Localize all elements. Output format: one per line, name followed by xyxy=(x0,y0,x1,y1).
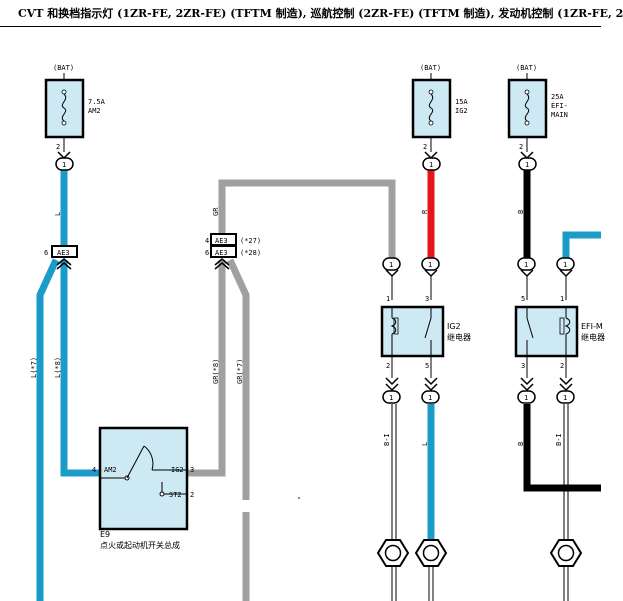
wire-label-gr8: GR(*8) xyxy=(212,359,220,384)
relay-pin-tl: 1 xyxy=(386,295,390,303)
relay-pin-br: 2 xyxy=(560,362,564,370)
fuse-pin: 2 xyxy=(423,143,427,151)
wiring-diagram: (BAT) 7.5A AM2 2 1 (BAT) 15A IG2 2 1 (BA… xyxy=(30,64,605,601)
wire-label-l: L xyxy=(54,212,62,216)
fuse-pin: 2 xyxy=(519,143,523,151)
wire-label-l-bottom: L xyxy=(421,442,429,446)
wire-label-b: B xyxy=(517,210,525,214)
fuse-rating: 15A xyxy=(455,98,468,106)
svg-text:1: 1 xyxy=(563,261,567,269)
fuse-efi-main: (BAT) 25A EFI- MAIN 2 1 xyxy=(507,64,568,171)
wire-label-br2: B-I xyxy=(555,433,563,446)
junction-label-top: AE3 xyxy=(215,237,228,245)
relay-pin-bl: 3 xyxy=(521,362,525,370)
wire-label-gr7: GR(*7) xyxy=(236,359,244,384)
fuse-conn-pin: 1 xyxy=(62,161,66,169)
junction-label-bottom: AE3 xyxy=(215,249,228,257)
connector-ig2-left-top: 1 xyxy=(382,257,401,278)
switch-pin-am2: 4 xyxy=(92,466,96,474)
fuse-name: EFI- xyxy=(551,102,568,110)
connector-efi-right-top: 1 xyxy=(556,257,575,278)
wire-label-br1: B-I xyxy=(383,433,391,446)
fuse-rating: 7.5A xyxy=(88,98,106,106)
connector-efi-left-top: 1 xyxy=(517,257,536,278)
relay-pin-tr: 1 xyxy=(560,295,564,303)
relay-label-2: 继电器 xyxy=(581,332,605,342)
fuse-name: AM2 xyxy=(88,107,101,115)
connector-ig2-left-bottom: 1 xyxy=(382,377,401,404)
wire-label-r: R xyxy=(421,209,429,214)
wire-gr-top xyxy=(218,179,396,262)
relay-label-2: 继电器 xyxy=(447,332,471,342)
title-bar: CVT 和换档指示灯 (1ZR-FE, 2ZR-FE) (TFTM 制造), 巡… xyxy=(0,0,623,27)
wire-l-right xyxy=(562,231,601,262)
relay-label: IG2 xyxy=(447,322,461,331)
connector-efi-right-bottom: 1 xyxy=(556,377,575,404)
fuse-source-label: (BAT) xyxy=(516,64,537,72)
fuse-am2: (BAT) 7.5A AM2 2 1 xyxy=(44,64,106,171)
svg-text:1: 1 xyxy=(524,394,528,402)
fuse-conn-pin: 1 xyxy=(429,161,433,169)
relay-pin-bl: 2 xyxy=(386,362,390,370)
hex-connector-2 xyxy=(414,539,448,567)
switch-name: 点火或起动机开关总成 xyxy=(100,540,180,550)
connector-ig2-right-top: 1 xyxy=(421,257,440,278)
junction-ae3-left: 6 AE3 xyxy=(44,245,78,270)
wire-label-gr: GR xyxy=(212,207,220,216)
wire-l8 xyxy=(60,260,100,477)
fuse-source-label: (BAT) xyxy=(420,64,441,72)
svg-text:1: 1 xyxy=(389,261,393,269)
stray-dot xyxy=(298,497,300,499)
svg-text:1: 1 xyxy=(428,261,432,269)
hex-connector-1 xyxy=(376,539,410,567)
wire-gr8 xyxy=(186,260,226,477)
fuse-name-2: MAIN xyxy=(551,111,568,119)
fuse-rating: 25A xyxy=(551,93,564,101)
switch-label-am2: AM2 xyxy=(104,466,117,474)
fuse-name: IG2 xyxy=(455,107,468,115)
junction-ae3-mid: 4 AE3 (*27) 6 AE3 (*28) xyxy=(205,233,261,270)
switch-pin-st2: 2 xyxy=(190,491,194,499)
diagram-title: CVT 和换档指示灯 (1ZR-FE, 2ZR-FE) (TFTM 制造), 巡… xyxy=(18,7,623,20)
fuse-pin: 2 xyxy=(56,143,60,151)
switch-pin-ig2: 3 xyxy=(190,466,194,474)
junction-pin: 6 xyxy=(44,249,48,257)
svg-text:1: 1 xyxy=(563,394,567,402)
fuse-source-label: (BAT) xyxy=(53,64,74,72)
relay-pin-br: 5 xyxy=(425,362,429,370)
relay-pin-tl: 5 xyxy=(521,295,525,303)
svg-text:1: 1 xyxy=(428,394,432,402)
junction-note-top: (*27) xyxy=(240,237,261,245)
junction-label: AE3 xyxy=(57,249,70,257)
fuse-ig2: (BAT) 15A IG2 2 1 xyxy=(411,64,468,171)
svg-text:1: 1 xyxy=(524,261,528,269)
junction-pin-top: 4 xyxy=(205,237,209,245)
wire-l7 xyxy=(36,258,60,601)
relay-label: EFI-M xyxy=(581,322,603,331)
junction-pin-bottom: 6 xyxy=(205,249,209,257)
junction-note-bottom: (*28) xyxy=(240,249,261,257)
relay-pin-tr: 3 xyxy=(425,295,429,303)
wire-gr7 xyxy=(226,258,250,500)
connector-ig2-right-bottom: 1 xyxy=(421,377,440,404)
switch-id: E9 xyxy=(100,530,110,539)
wire-label-b-bottom: B xyxy=(517,442,525,446)
wire-label-l7: L(*7) xyxy=(30,357,38,378)
wire-label-l8: L(*8) xyxy=(54,357,62,378)
relay-efi-main: 5 1 3 2 EFI-M 继电器 xyxy=(514,295,605,370)
connector-efi-left-bottom: 1 xyxy=(517,377,536,404)
switch-label-st2: ST2 xyxy=(169,491,182,499)
wire-b-bottom xyxy=(523,404,601,492)
fuse-conn-pin: 1 xyxy=(525,161,529,169)
ignition-switch: 4 AM2 3 IG2 2 ST2 E9 点火或起动机开关总成 xyxy=(92,426,194,550)
hex-connector-3 xyxy=(549,539,583,567)
svg-text:1: 1 xyxy=(389,394,393,402)
relay-ig2: 1 3 2 5 IG2 继电器 xyxy=(380,295,471,370)
